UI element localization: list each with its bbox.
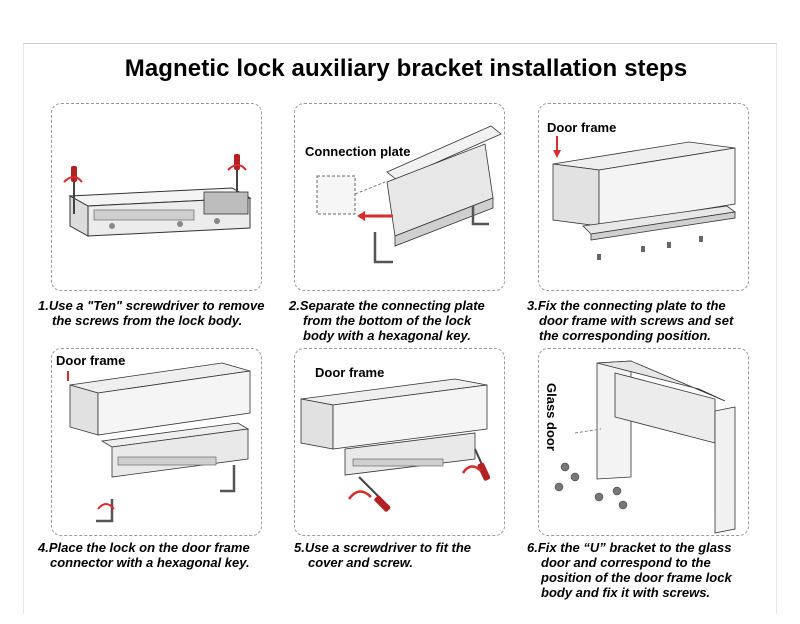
connection-plate-separation-diagram	[316, 125, 502, 264]
step-3-illustration: Door frame	[538, 103, 749, 291]
caption-line: 5.Use a screwdriver to fit the	[294, 540, 472, 555]
lock-body-screw-removal-diagram	[63, 154, 252, 237]
screw-icon	[554, 462, 628, 510]
caption-line: body with a hexagonal key.	[303, 328, 471, 343]
caption-line: the corresponding position.	[539, 328, 711, 343]
step-1-caption: 1.Use a "Ten" screwdriver to remove the …	[38, 298, 264, 328]
step-1-illustration	[51, 103, 262, 291]
step-6-illustration: Glass door	[538, 348, 749, 536]
caption-line: door and correspond to the	[541, 555, 711, 570]
step-5-illustration: Door frame	[294, 348, 505, 536]
hex-key-icon	[373, 206, 489, 264]
step-5-caption: 5.Use a screwdriver to fit the cover and…	[294, 540, 471, 570]
door-frame-label: Door frame	[315, 365, 385, 380]
step-4-caption: 4.Place the lock on the door frame conne…	[38, 540, 250, 570]
screwdriver-icon	[234, 154, 240, 192]
fit-cover-and-screw-diagram	[300, 378, 491, 512]
rotate-arrow-icon	[97, 503, 115, 510]
caption-line: connector with a hexagonal key.	[50, 555, 250, 570]
caption-line: door frame with screws and set	[539, 313, 734, 328]
fix-plate-to-door-frame-diagram	[552, 136, 737, 260]
place-lock-on-frame-diagram	[67, 362, 251, 523]
screwdriver-icon	[474, 448, 491, 481]
caption-line: position of the door frame lock	[541, 570, 732, 585]
rotate-arrow-icon	[63, 176, 83, 183]
rotate-arrow-icon	[227, 164, 247, 171]
connection-plate-label: Connection plate	[305, 144, 411, 159]
u-bracket-glass-door-diagram	[554, 360, 736, 534]
glass-door-label: Glass door	[544, 383, 559, 451]
step-4-illustration: Door frame	[51, 348, 262, 536]
rotate-arrow-icon	[461, 465, 482, 474]
page-frame	[23, 43, 777, 614]
caption-line: 3.Fix the connecting plate to the	[527, 298, 726, 313]
door-frame-label: Door frame	[56, 353, 126, 368]
page-title: Magnetic lock auxiliary bracket installa…	[124, 55, 688, 82]
caption-line: 2.Separate the connecting plate	[289, 298, 485, 313]
door-frame-label: Door frame	[547, 120, 617, 135]
caption-line: the screws from the lock body.	[52, 313, 243, 328]
caption-line: 4.Place the lock on the door frame	[38, 540, 250, 555]
step-2-illustration: Connection plate	[294, 103, 505, 291]
caption-line: 1.Use a "Ten" screwdriver to remove	[38, 298, 265, 313]
rotate-arrow-icon	[347, 490, 372, 500]
step-6-caption: 6.Fix the “U” bracket to the glass door …	[527, 540, 732, 600]
caption-line: from the bottom of the lock	[303, 313, 472, 328]
screwdriver-icon	[358, 476, 391, 512]
step-3-caption: 3.Fix the connecting plate to the door f…	[527, 298, 733, 343]
caption-line: cover and screw.	[308, 555, 414, 570]
caption-line: 6.Fix the “U” bracket to the glass	[527, 540, 732, 555]
step-2-caption: 2.Separate the connecting plate from the…	[289, 298, 485, 343]
caption-line: body and fix it with screws.	[541, 585, 711, 600]
screw-icon	[597, 236, 703, 260]
